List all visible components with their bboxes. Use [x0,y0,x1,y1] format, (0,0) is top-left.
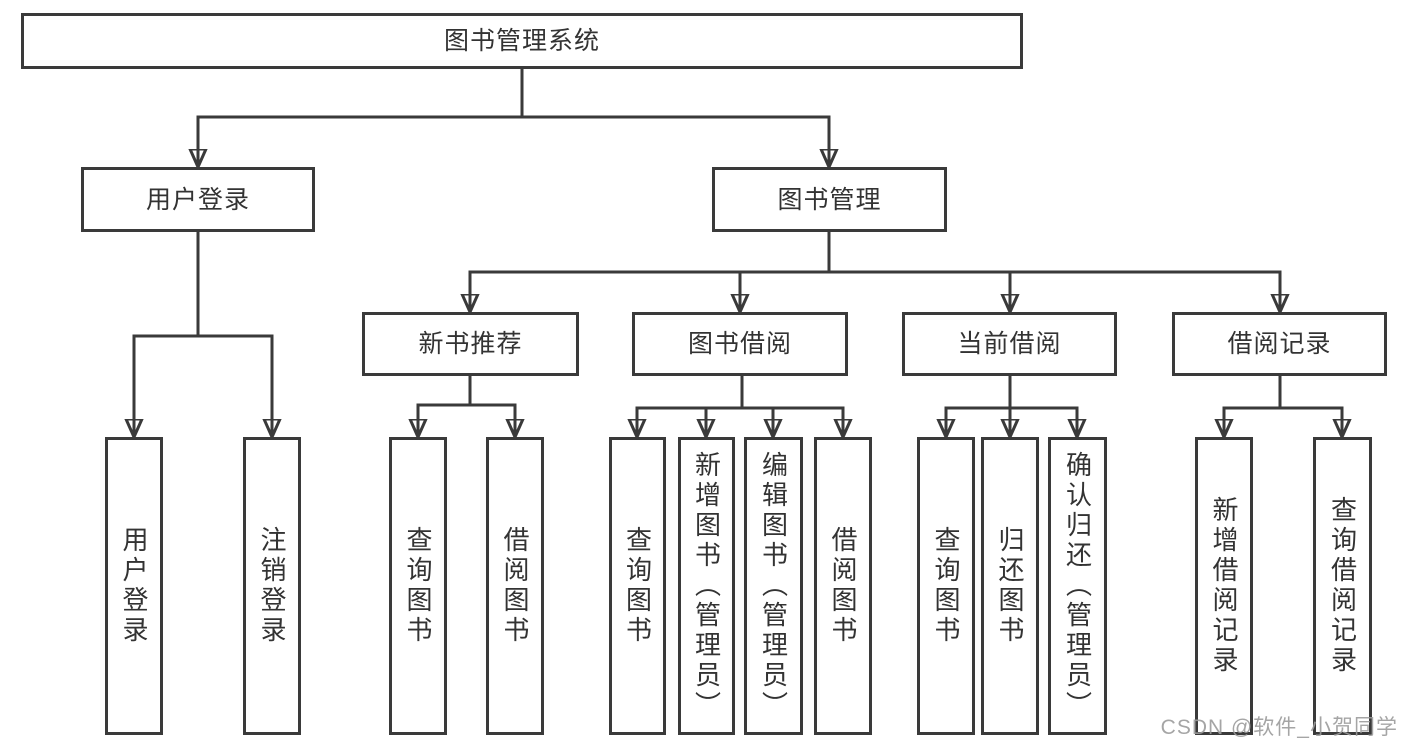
leaf-return-books-label: 归还图书 [995,526,1025,646]
leaf-query-books-current: 查询图书 [917,437,975,735]
leaf-edit-book-admin-label: 编辑图书（管理员） [758,451,789,721]
leaf-edit-book-admin: 编辑图书（管理员） [744,437,803,735]
leaf-borrow-books-recommend: 借阅图书 [486,437,544,735]
node-root-label: 图书管理系统 [443,27,600,55]
leaf-query-books-recommend: 查询图书 [389,437,447,735]
leaf-query-borrow-record: 查询借阅记录 [1313,437,1372,735]
leaf-confirm-return-admin: 确认归还（管理员） [1048,437,1107,735]
node-book-borrow: 图书借阅 [632,312,848,376]
node-current-borrow-label: 当前借阅 [957,330,1062,358]
node-current-borrow: 当前借阅 [902,312,1117,376]
node-book-management: 图书管理 [712,167,947,232]
leaf-borrow-books: 借阅图书 [814,437,872,735]
node-user-login: 用户登录 [81,167,315,232]
leaf-query-books-borrow-label: 查询图书 [622,526,653,646]
leaf-logout-label: 注销登录 [257,526,287,646]
node-borrow-records-label: 借阅记录 [1227,330,1332,358]
leaf-borrow-books-label: 借阅图书 [828,526,858,646]
leaf-return-books: 归还图书 [981,437,1039,735]
node-root-system: 图书管理系统 [21,13,1023,69]
leaf-add-borrow-record-label: 新增借阅记录 [1209,496,1239,676]
node-new-book-recommend: 新书推荐 [362,312,579,376]
leaf-user-login-label: 用户登录 [119,526,149,646]
csdn-watermark: CSDN @软件_小贺同学 [1160,716,1398,739]
node-new-book-recommend-label: 新书推荐 [418,330,523,358]
node-user-login-label: 用户登录 [145,185,250,214]
leaf-add-borrow-record: 新增借阅记录 [1195,437,1253,735]
leaf-user-login: 用户登录 [105,437,163,735]
leaf-confirm-return-admin-label: 确认归还（管理员） [1062,451,1093,721]
leaf-borrow-books-recommend-label: 借阅图书 [500,526,530,646]
leaf-query-books-current-label: 查询图书 [931,526,961,646]
leaf-add-book-admin: 新增图书（管理员） [678,437,735,735]
node-borrow-records: 借阅记录 [1172,312,1387,376]
leaf-logout: 注销登录 [243,437,301,735]
leaf-query-books-recommend-label: 查询图书 [403,526,433,646]
node-book-management-label: 图书管理 [777,185,882,214]
leaf-query-borrow-record-label: 查询借阅记录 [1327,496,1358,676]
leaf-query-books-borrow: 查询图书 [609,437,666,735]
leaf-add-book-admin-label: 新增图书（管理员） [691,451,722,721]
node-book-borrow-label: 图书借阅 [687,330,792,358]
